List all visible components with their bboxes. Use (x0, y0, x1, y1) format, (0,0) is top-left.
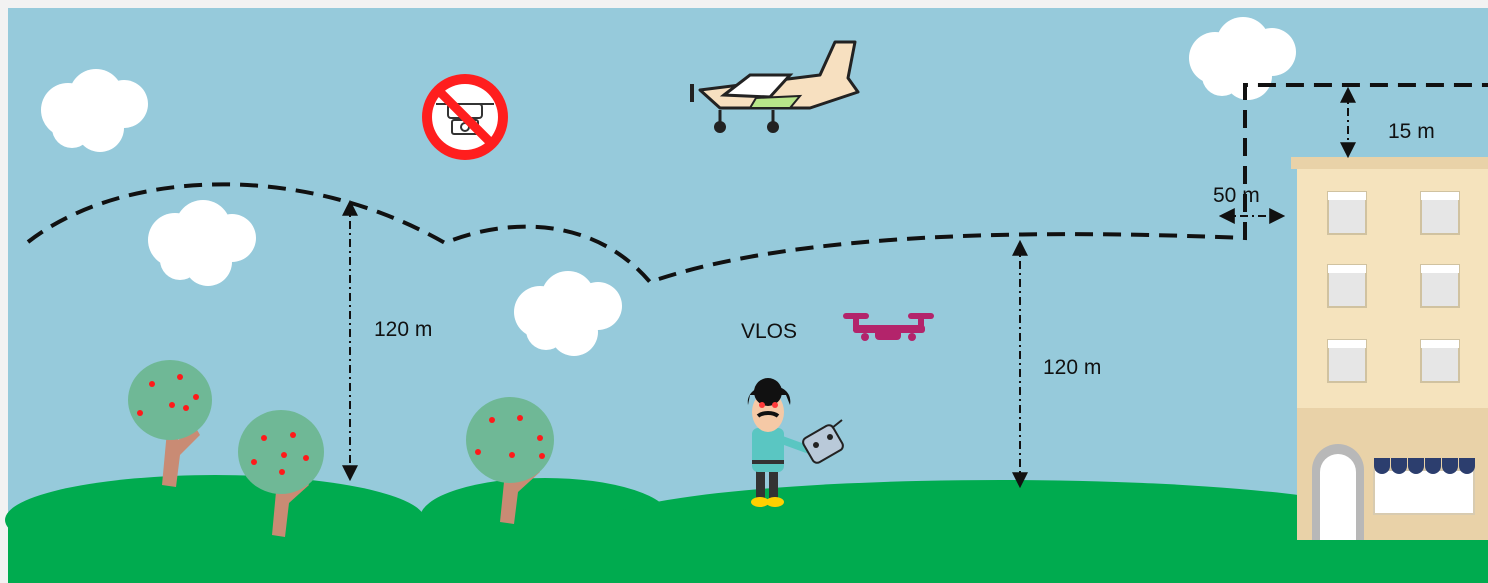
building-vertical-label: 15 m (1388, 120, 1435, 143)
left-height-label: 120 m (374, 318, 432, 341)
right-height-label: 120 m (1043, 356, 1101, 379)
vlos-label: VLOS (741, 320, 797, 343)
no-drone-sign-icon (422, 74, 508, 160)
building-icon (1291, 157, 1488, 540)
building-horizontal-label: 50 m (1213, 184, 1260, 207)
